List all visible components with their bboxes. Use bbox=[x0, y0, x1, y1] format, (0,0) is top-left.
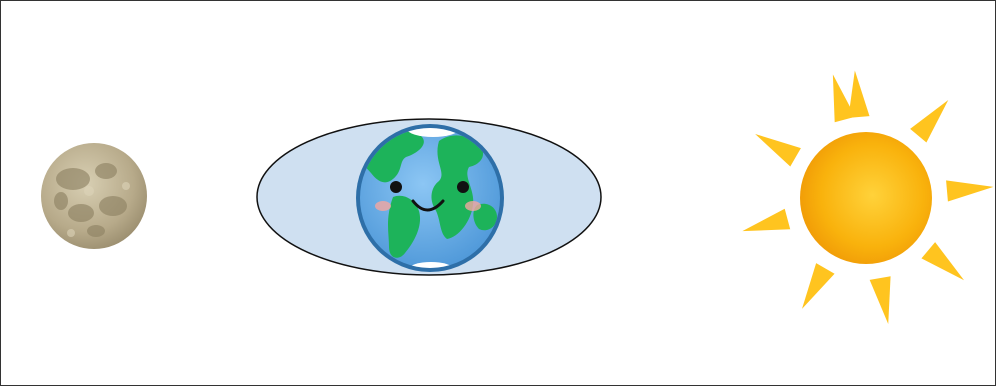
sun-ray bbox=[946, 180, 993, 201]
moon-icon bbox=[41, 143, 147, 249]
sun-ray bbox=[755, 134, 801, 167]
sun-ray bbox=[921, 242, 964, 280]
sun-ray bbox=[742, 209, 790, 231]
sun-ray bbox=[870, 276, 891, 324]
sun-ray bbox=[802, 263, 835, 309]
sun-icon bbox=[742, 70, 993, 324]
sun-ray bbox=[910, 100, 948, 143]
